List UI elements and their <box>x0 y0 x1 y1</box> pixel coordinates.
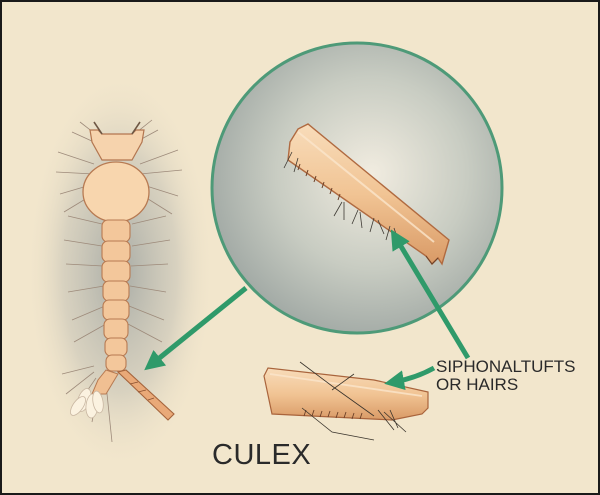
siphon-enlarged <box>283 123 450 266</box>
culex-larva <box>55 119 183 443</box>
pointer-arrow-to-larva <box>144 286 248 371</box>
siphon-detail <box>263 361 429 441</box>
pointer-arrow-to-detail <box>384 365 436 391</box>
siphonal-tufts-label-line1: SIPHONALTUFTS <box>436 357 576 376</box>
pointer-arrow-to-tufts <box>390 229 471 360</box>
culex-title: CULEX <box>212 439 312 471</box>
siphonal-tufts-label-line2: OR HAIRS <box>436 375 519 394</box>
